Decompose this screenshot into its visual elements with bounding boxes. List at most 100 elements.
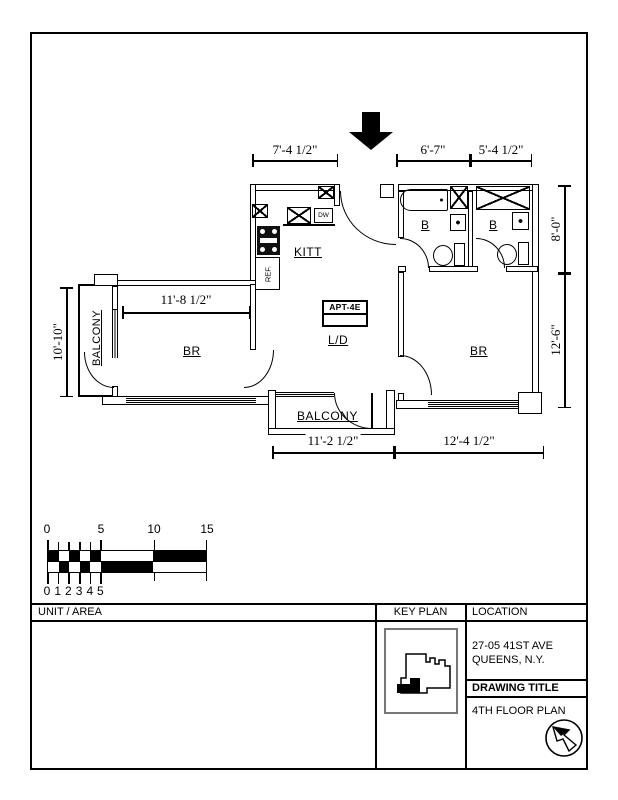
title-block-divider-1 [375,603,377,770]
key-plan-box [384,628,458,714]
drawing-title-rule-top [466,679,588,681]
scale-tick [153,573,156,581]
scale-cell [153,551,206,561]
key-plan-footprint [397,653,451,694]
window-balcony-bottom [276,392,334,397]
scale-tick [89,573,92,584]
scale-number: 1 [54,584,62,598]
scale-tick [79,542,81,550]
address-line-2: QUEENS, N.Y. [472,654,545,666]
scale-number: 4 [86,584,94,598]
scale-tick [57,573,60,584]
apartment-tag: APT-4E [322,300,368,327]
kitchen-corner-x-icon [252,204,268,218]
scale-cell [90,562,101,572]
scale-cell [48,551,59,561]
scale-tick [205,573,207,581]
wall-right-exterior [532,184,539,412]
dimension-line [122,307,250,318]
shaft-x-icon [450,186,468,209]
pillar-top-left-balcony [94,274,118,286]
scale-number: 15 [200,522,214,536]
wall-balcony-left-outer [78,284,80,397]
room-label-bath-left: B [421,218,430,232]
location-header: LOCATION [472,606,528,618]
unit-area-header: UNIT / AREA [38,606,102,618]
scale-tick [205,540,207,550]
scale-cell [79,551,91,561]
stove-slot [260,238,277,243]
north-arrow-icon [542,716,586,760]
scale-number: 0 [43,522,51,536]
room-label-bedroom-right: BR [470,344,488,358]
scale-tick [79,573,81,584]
scale-tick [57,542,60,550]
title-block-top-rule [32,603,588,605]
refrigerator: REF. [255,257,280,290]
title-block-header-rule [32,620,588,622]
dishwasher-label: DW [318,212,329,219]
window-bedroom-right-bottom [428,402,528,407]
scale-cell [48,562,59,572]
dimension-line [559,185,570,273]
dimension-line [272,447,394,458]
wall-bedroom-left-west-a [112,286,118,310]
wall-bedroom-left-east [250,284,256,350]
bathtub-icon [400,189,448,211]
stove-icon [257,226,280,255]
bath-left-sink-icon [450,214,466,231]
dimension-line [394,447,544,458]
dimension-line [61,287,72,397]
address-line-1: 27-05 41ST AVE [472,640,553,652]
drawing-title: 4TH FLOOR PLAN [472,705,566,717]
wall-bedroom-right-west-a [398,272,404,357]
bath-right-sink-icon [512,212,529,230]
dimension-label-bath-left-width: 6'-7" [418,142,448,158]
dimension-line [396,155,470,166]
scale-cell [100,562,154,572]
apartment-tag-label: APT-4E [324,302,366,315]
unit-location-marker [397,678,420,693]
wall-kitchen-right [334,184,340,206]
entry-arrow-stem [362,112,380,132]
pillar-bottom-right [518,392,542,414]
burner-dot [272,229,277,234]
dishwasher: DW [314,208,333,223]
dimension-line [559,273,570,408]
scale-tick [68,542,70,550]
scale-number: 10 [147,522,161,536]
wall-bedroom-left-top [104,280,256,286]
wall-bath-left-west [398,191,404,238]
dimension-line [470,155,532,166]
dimension-label-balcony-bottom-width: 11'-2 1/2" [305,433,361,449]
dimension-label-bedroom-right-depth: 12'-6" [548,322,564,358]
dimension-label-kitchen-width: 7'-4 1/2" [270,142,320,158]
scale-bar-row-bottom [47,561,207,573]
scale-cell [69,551,80,561]
scale-cell [100,551,154,561]
scale-tick [153,540,156,550]
dimension-label-bedroom-left-width: 11'-8 1/2" [158,292,214,308]
scale-tick [68,573,70,584]
room-label-balcony-bottom: BALCONY [297,409,358,423]
room-label-bath-right: B [489,218,498,232]
window-bedroom-left-west [112,310,118,358]
window-bedroom-left-bottom [126,398,256,403]
scale-cell [69,562,80,572]
dimension-label-bath-depth: 8'-0" [548,214,564,244]
sheet-border [30,32,588,770]
burner-dot [260,247,265,252]
dimension-label-bath-right-width: 5'-4 1/2" [476,142,526,158]
drawing-title-header: DRAWING TITLE [472,682,559,694]
burner-dot [260,229,265,234]
dimension-label-balcony-left-height: 10'-10" [50,321,66,363]
toilet-left-bowl-icon [433,245,453,266]
cabinet-x-icon [318,186,334,199]
scale-cell [153,562,206,572]
scale-cell [58,551,70,561]
toilet-left-tank-icon [454,243,465,266]
room-label-living-dining: L/D [328,333,349,347]
scale-tick [100,540,102,550]
scale-number: 0 [43,584,51,598]
